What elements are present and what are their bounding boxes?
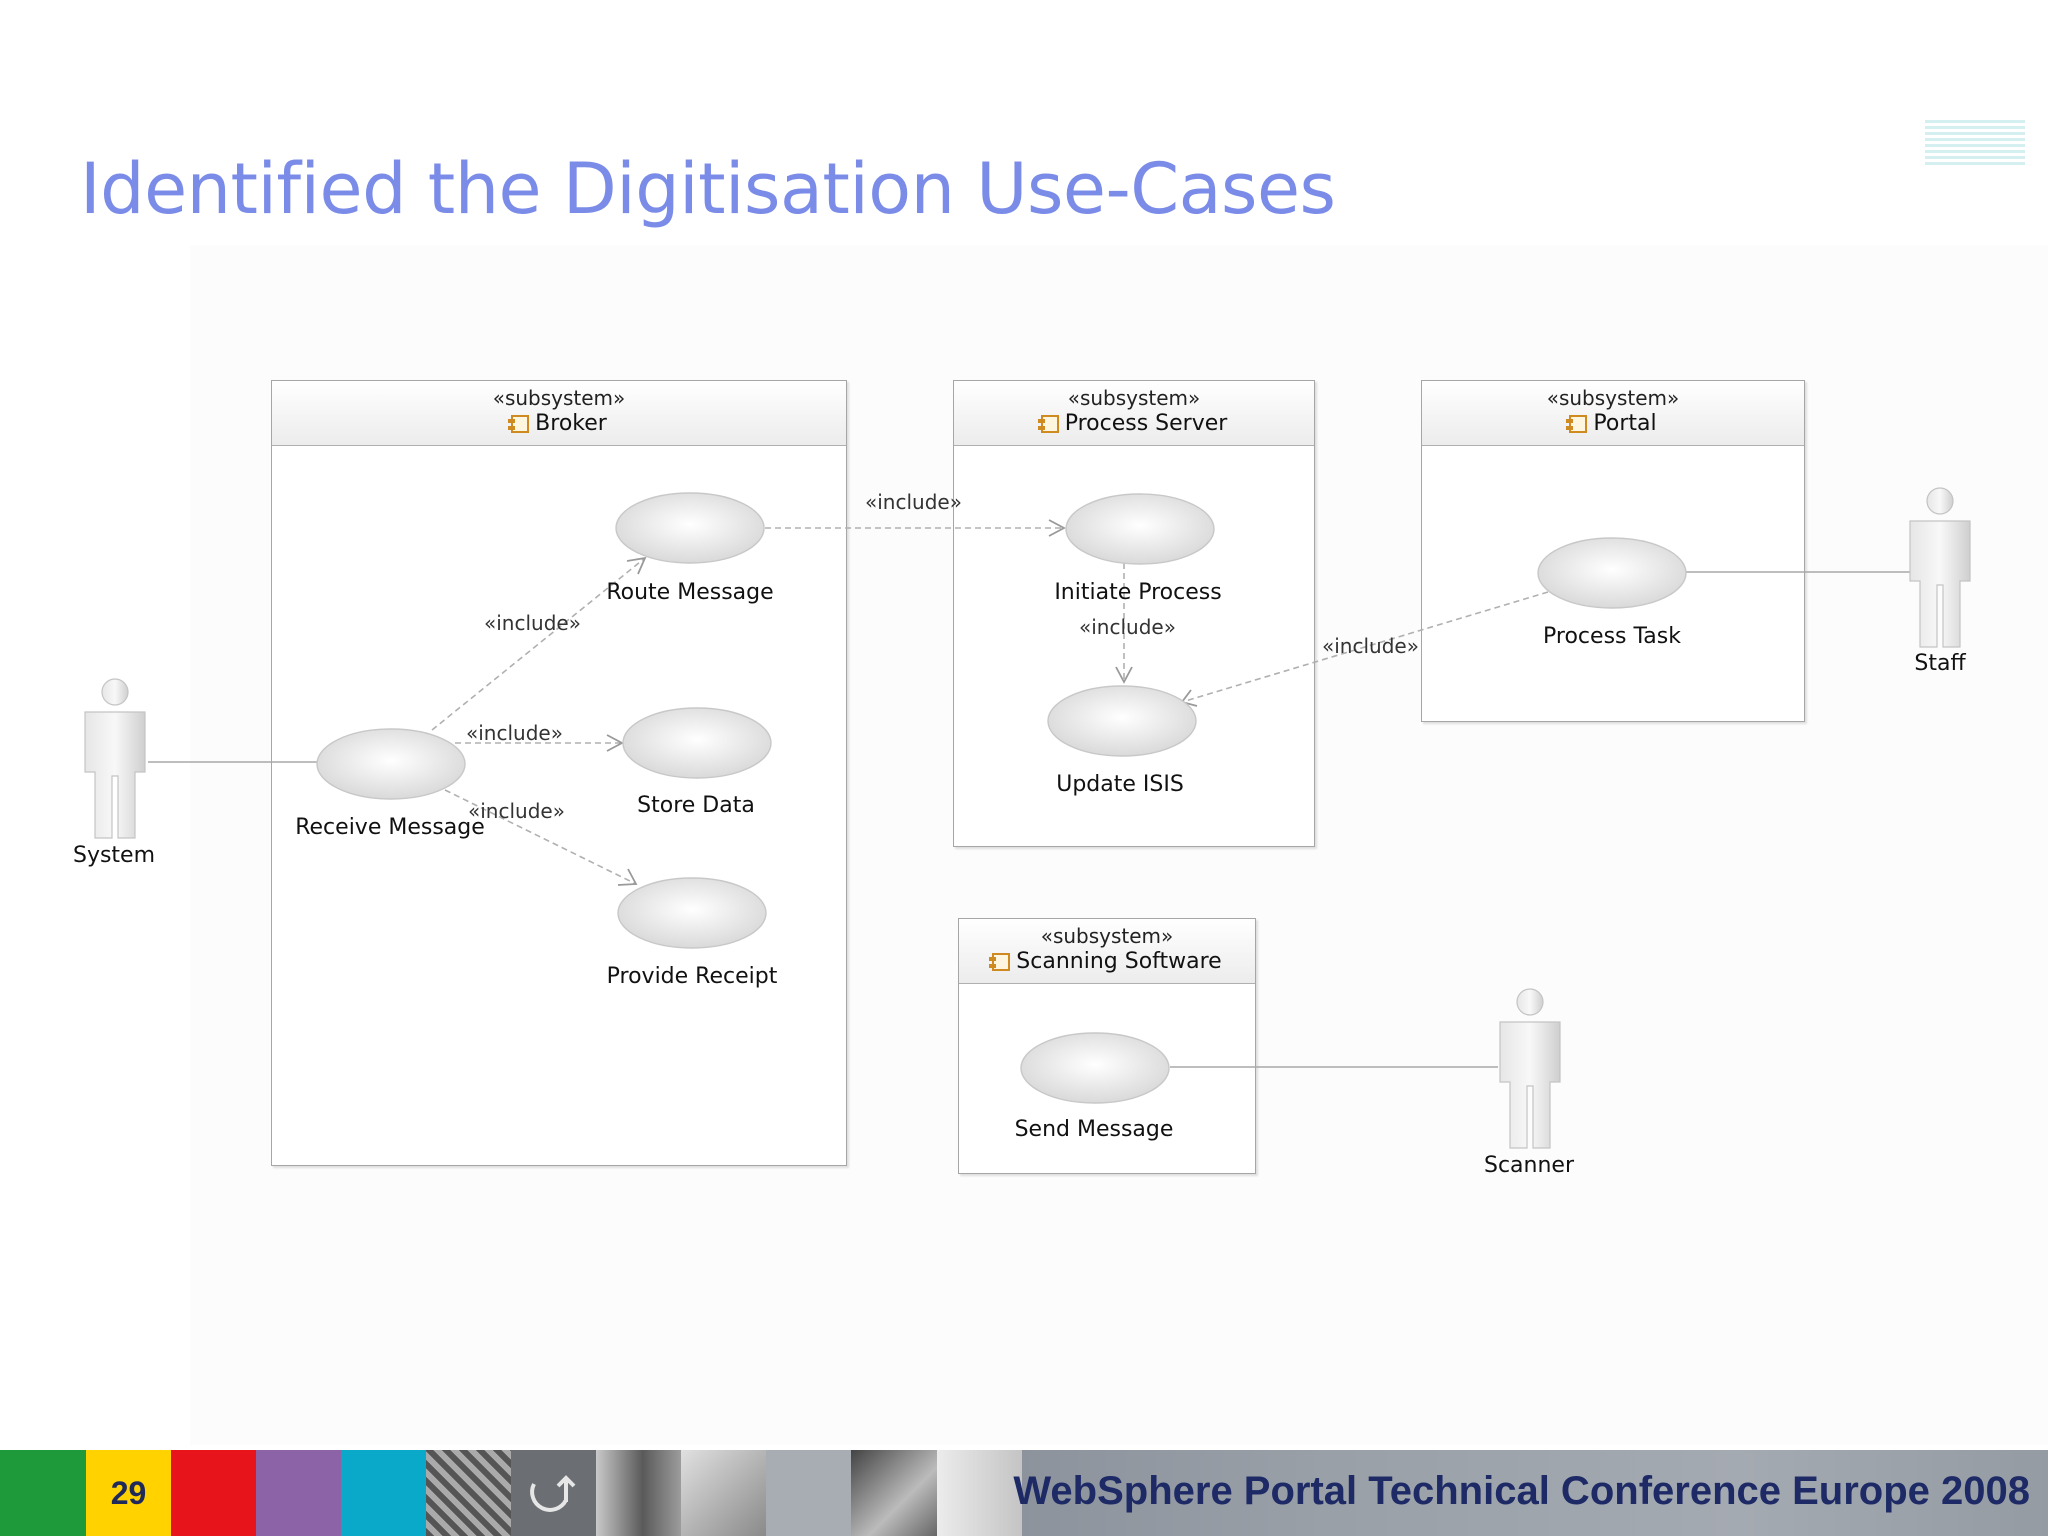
slide-title: Identified the Digitisation Use-Cases bbox=[80, 148, 1336, 230]
include-label: «include» bbox=[466, 721, 563, 745]
actor-staff-figure[interactable] bbox=[1909, 487, 1971, 648]
subsystem-name-scanning-software: Scanning Software bbox=[1016, 949, 1222, 974]
component-icon bbox=[1037, 414, 1059, 433]
footer-photo-tile bbox=[681, 1450, 766, 1536]
subsystem-name-process-server: Process Server bbox=[1064, 411, 1228, 436]
usecase-initiate-process-ellipse[interactable] bbox=[1065, 493, 1215, 565]
actor-label-staff: Staff bbox=[1914, 651, 1966, 676]
page-number: 29 bbox=[110, 1475, 147, 1511]
subsystem-header: «subsystem» Process Server bbox=[954, 381, 1314, 446]
subsystem-name-broker: Broker bbox=[535, 411, 607, 436]
subsystem-header: «subsystem» Broker bbox=[272, 381, 846, 446]
include-label: «include» bbox=[1079, 615, 1176, 639]
usecase-label-initiate-process: Initiate Process bbox=[1054, 580, 1222, 605]
footer-photo-tile bbox=[511, 1450, 596, 1536]
subsystem-stereotype: «subsystem» bbox=[1040, 924, 1174, 948]
actor-label-system: System bbox=[72, 843, 156, 868]
footer-photo-tile bbox=[766, 1450, 851, 1536]
include-label: «include» bbox=[865, 490, 962, 514]
arrowhead bbox=[1048, 519, 1066, 537]
footer-photo-tile bbox=[937, 1450, 1022, 1536]
arrowhead bbox=[606, 734, 624, 752]
subsystem-stereotype: «subsystem» bbox=[1067, 386, 1201, 410]
subsystem-scanning-software[interactable]: «subsystem» Scanning Software bbox=[958, 918, 1256, 1174]
usecase-label-receive-message: Receive Message bbox=[295, 815, 485, 840]
arrowhead bbox=[617, 868, 638, 886]
subsystem-title: Scanning Software bbox=[989, 949, 1222, 974]
footer-photo-tile bbox=[851, 1450, 937, 1536]
usecase-label-provide-receipt: Provide Receipt bbox=[606, 964, 778, 989]
component-icon bbox=[508, 414, 530, 433]
include-arrow bbox=[1181, 591, 1549, 703]
actor-label-scanner: Scanner bbox=[1483, 1153, 1575, 1178]
footer-color-tile bbox=[171, 1450, 256, 1536]
include-arrow bbox=[444, 789, 637, 885]
footer-photo-tile bbox=[1022, 1450, 2048, 1536]
usecase-receive-message-ellipse[interactable] bbox=[316, 728, 466, 800]
footer-photo-tile bbox=[426, 1450, 511, 1536]
usecase-label-update-isis: Update ISIS bbox=[1056, 772, 1184, 797]
usecase-label-process-task: Process Task bbox=[1543, 624, 1681, 649]
arrowhead bbox=[626, 556, 647, 575]
include-label: «include» bbox=[1322, 634, 1419, 658]
usecase-provide-receipt-ellipse[interactable] bbox=[617, 877, 767, 949]
usecase-route-message-ellipse[interactable] bbox=[615, 492, 765, 564]
footer-color-tile bbox=[341, 1450, 426, 1536]
arrowhead bbox=[1115, 666, 1133, 684]
footer-photo-tile bbox=[596, 1450, 681, 1536]
subsystem-process-server[interactable]: «subsystem» Process Server bbox=[953, 380, 1315, 847]
actor-scanner-figure[interactable] bbox=[1499, 988, 1561, 1149]
footer-bar bbox=[0, 1450, 2048, 1536]
footer-color-tile bbox=[256, 1450, 341, 1536]
subsystem-title: Portal bbox=[1566, 411, 1657, 436]
footer-color-tile bbox=[86, 1450, 171, 1536]
subsystem-name-portal: Portal bbox=[1593, 411, 1657, 436]
component-icon bbox=[989, 952, 1011, 971]
include-arrow bbox=[431, 557, 646, 731]
refresh-icon bbox=[530, 1475, 576, 1512]
conference-name: WebSphere Portal Technical Conference Eu… bbox=[1013, 1469, 2030, 1513]
include-label: «include» bbox=[484, 611, 581, 635]
subsystem-header: «subsystem» Portal bbox=[1422, 381, 1804, 446]
subsystem-stereotype: «subsystem» bbox=[1546, 386, 1680, 410]
subsystem-stereotype: «subsystem» bbox=[492, 386, 626, 410]
subsystem-title: Process Server bbox=[1037, 411, 1228, 436]
ibm-logo-watermark bbox=[1925, 120, 2025, 165]
usecase-process-task-ellipse[interactable] bbox=[1537, 537, 1687, 609]
component-icon bbox=[1566, 414, 1588, 433]
footer-color-tile bbox=[0, 1450, 86, 1536]
include-label: «include» bbox=[468, 799, 565, 823]
usecase-send-message-ellipse[interactable] bbox=[1020, 1032, 1170, 1104]
subsystem-title: Broker bbox=[508, 411, 607, 436]
usecase-label-send-message: Send Message bbox=[1014, 1117, 1174, 1142]
usecase-update-isis-ellipse[interactable] bbox=[1047, 685, 1197, 757]
usecase-label-route-message: Route Message bbox=[606, 580, 774, 605]
usecase-label-store-data: Store Data bbox=[637, 793, 755, 818]
usecase-store-data-ellipse[interactable] bbox=[622, 707, 772, 779]
subsystem-header: «subsystem» Scanning Software bbox=[959, 919, 1255, 984]
actor-system-figure[interactable] bbox=[84, 678, 146, 839]
